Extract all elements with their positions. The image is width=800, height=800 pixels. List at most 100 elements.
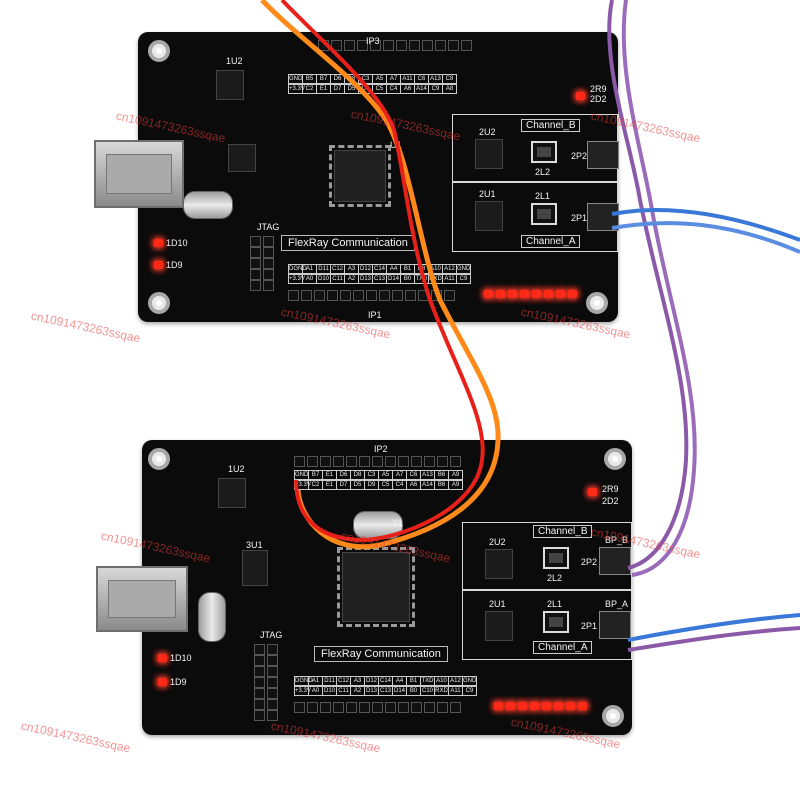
silk-pin-label: D6	[336, 470, 351, 480]
crystal	[198, 592, 226, 642]
silk-pin-label: A11	[442, 274, 457, 284]
silk-pin-label: A0	[302, 274, 317, 284]
transceiver-chip	[485, 611, 513, 641]
silk-pin-label: +3.3V	[294, 686, 311, 696]
silk-pin-label: C4	[392, 480, 407, 490]
connector-label: 2P1	[581, 621, 598, 631]
mcu-chip	[337, 547, 415, 627]
connector-label: 2P2	[571, 151, 588, 161]
mounting-hole	[604, 448, 626, 470]
jtag-header	[250, 236, 263, 291]
silk-pin-label: A5	[378, 470, 393, 480]
ic-label: 2U2	[489, 537, 506, 547]
silk-pin-label: A2	[350, 686, 365, 696]
purple-wire	[627, 626, 800, 652]
silk-pin-label: A7	[386, 74, 401, 84]
voltage-regulator	[218, 478, 246, 508]
led-label: 1D9	[166, 260, 183, 270]
jtag-header	[254, 644, 267, 721]
channel-b-box: Channel_B 2U2 2L2 2P2 BP_B	[462, 522, 632, 590]
silk-pin-label: D9	[358, 84, 373, 94]
usb-connector	[96, 566, 188, 632]
connector-label: 2P1	[571, 213, 588, 223]
silk-pin-label: D6	[330, 74, 345, 84]
channel-b-label: Channel_B	[533, 525, 593, 538]
silk-pin-label: A6	[400, 84, 415, 94]
silk-pin-label: B6	[434, 470, 449, 480]
silk-pin-label: D13	[364, 686, 379, 696]
silk-pin-label: A5	[372, 74, 387, 84]
inductor	[531, 203, 557, 225]
silk-pin-label: A9	[448, 470, 463, 480]
transceiver-chip	[475, 201, 503, 231]
ic-label: 3U1	[246, 540, 263, 550]
silk-pin-label: D9	[364, 480, 379, 490]
silk-pin-label: B1	[400, 264, 415, 274]
silk-pin-label: B0	[400, 274, 415, 284]
blue-wire	[627, 613, 800, 642]
led-1d9	[154, 261, 163, 269]
silk-pin-label: DGND	[294, 676, 313, 686]
silk-pin-label: A0	[308, 686, 323, 696]
board-title: FlexRay Communication	[281, 235, 415, 251]
jtag-label: JTAG	[257, 222, 280, 232]
pin-header-bottom	[294, 702, 463, 713]
silk-pin-label: C14	[372, 264, 387, 274]
crystal	[183, 191, 233, 219]
crystal-label: Y1	[392, 518, 404, 528]
silk-pin-label: A12	[442, 264, 457, 274]
watermark: cn1091473263ssqae	[19, 718, 132, 756]
silk-pin-label: A1	[302, 264, 317, 274]
inductor	[543, 611, 569, 633]
silk-pin-label: A4	[386, 264, 401, 274]
silk-pin-label: D7	[330, 84, 345, 94]
blue-wire	[611, 207, 800, 242]
silk-pin-label: E1	[316, 84, 331, 94]
silk-pin-label: B0	[406, 686, 421, 696]
silk-pin-label: D5	[344, 84, 359, 94]
silk-pin-label: C8	[442, 74, 457, 84]
silk-pin-label: E1	[322, 480, 337, 490]
silk-pin-label: A1	[308, 676, 323, 686]
inductor	[543, 547, 569, 569]
led-1d10	[154, 239, 163, 247]
purple-wire	[621, 0, 697, 577]
inductor-label: 2L1	[535, 191, 551, 201]
silk-pin-label: D14	[386, 274, 401, 284]
led-1d10	[158, 654, 167, 662]
ic-chip	[242, 550, 268, 586]
silk-pin-label: D14	[392, 686, 407, 696]
silk-pin-label: C14	[378, 676, 393, 686]
connector-a	[587, 203, 619, 231]
silk-pin-label: D5	[350, 480, 365, 490]
silk-pin-label: GND	[462, 676, 477, 686]
silk-pin-label: GND	[288, 74, 303, 84]
led-bar	[484, 290, 580, 298]
silk-pin-label: C4	[386, 84, 401, 94]
led-bar	[494, 702, 590, 710]
silk-pin-label: C2	[308, 480, 323, 490]
silk-pin-label: C13	[378, 686, 393, 696]
silk-pin-label: A11	[400, 74, 415, 84]
mounting-hole	[148, 292, 170, 314]
header-label: IP3	[366, 36, 380, 46]
silk-pin-label: D7	[336, 480, 351, 490]
connector-label: 2P2	[581, 557, 598, 567]
inductor-label: 2L2	[535, 167, 551, 177]
board-title: FlexRay Communication	[314, 646, 448, 662]
ic-chip	[228, 144, 256, 172]
silk-pin-label: A3	[350, 676, 365, 686]
silk-pin-label: B7	[308, 470, 323, 480]
silk-pin-label: C13	[372, 274, 387, 284]
mounting-hole	[602, 705, 624, 727]
silk-pin-label: A2	[344, 274, 359, 284]
blue-wire	[611, 221, 800, 254]
inductor-label: 2L1	[547, 599, 563, 609]
silk-pin-label: B8	[414, 264, 429, 274]
silk-pin-label: D12	[364, 676, 379, 686]
silk-pin-label: A10	[428, 264, 443, 274]
